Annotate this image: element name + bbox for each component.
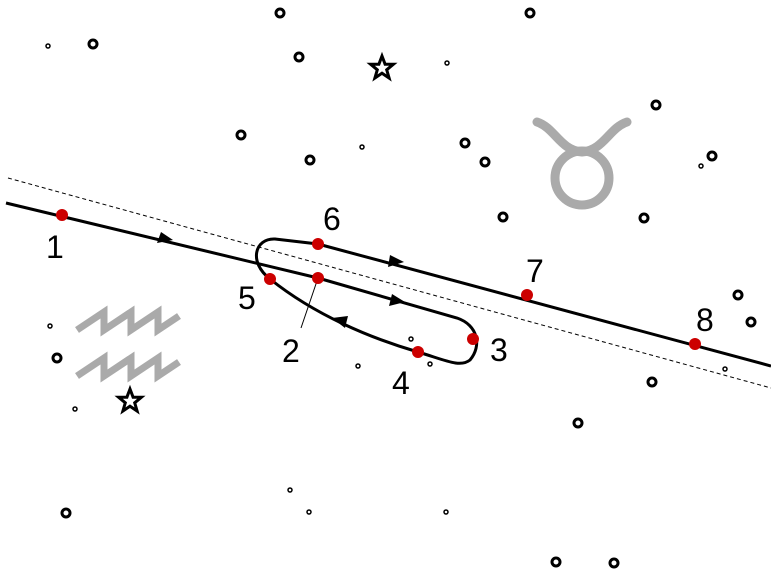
aquarius-sign [77, 312, 179, 376]
position-marker-2 [312, 272, 324, 284]
star-icon [371, 56, 394, 78]
position-marker-6 [312, 238, 324, 250]
aquarius-wave-lower [77, 358, 179, 376]
star-dot [307, 510, 311, 514]
position-marker-8 [689, 338, 701, 350]
star-dot [237, 131, 245, 139]
taurus-ring [555, 151, 609, 205]
position-label-3: 3 [490, 332, 508, 368]
arrow-icon [389, 294, 405, 306]
position-marker-1 [56, 209, 68, 221]
star-dot [574, 419, 582, 427]
star-dot [652, 101, 660, 109]
position-marker-5 [264, 273, 276, 285]
star-dot [445, 61, 449, 65]
star-dot [428, 362, 432, 366]
aquarius-wave-upper [77, 312, 179, 330]
position-labels: 1 2 3 4 5 6 7 8 [46, 201, 714, 401]
position-label-4: 4 [392, 365, 410, 401]
position-markers [56, 209, 701, 358]
star-dot [552, 558, 560, 566]
star-dot [461, 139, 469, 147]
star-dot [648, 378, 656, 386]
position-label-7: 7 [526, 253, 544, 289]
star-dot [499, 213, 507, 221]
star-dot [734, 291, 742, 299]
position-label-8: 8 [696, 302, 714, 338]
star-dot [306, 156, 314, 164]
position-label-6: 6 [323, 201, 341, 237]
background-stars [46, 9, 755, 567]
star-dot [640, 214, 648, 222]
star-dot [62, 509, 70, 517]
star-icon [119, 389, 142, 411]
star-dot [360, 145, 364, 149]
ecliptic-line [8, 178, 771, 388]
star-dot [444, 510, 448, 514]
star-dot [73, 407, 77, 411]
star-dot [48, 324, 52, 328]
star-dot [699, 164, 703, 168]
star-dot [356, 364, 360, 368]
star-dot [53, 354, 61, 362]
taurus-sign [537, 122, 627, 205]
position-marker-4 [412, 346, 424, 358]
position-label-1: 1 [46, 229, 64, 265]
star-dot [409, 337, 413, 341]
star-dot [610, 559, 618, 567]
star-dot [747, 318, 755, 326]
apparent-path [6, 203, 771, 366]
star-dot [276, 9, 284, 17]
position-label-2: 2 [282, 333, 300, 369]
direction-arrows [157, 232, 405, 328]
star-dot [481, 158, 489, 166]
star-dot [723, 367, 727, 371]
star-dot [295, 53, 303, 61]
star-dot [526, 9, 534, 17]
star-dot [46, 44, 50, 48]
position-label-5: 5 [238, 280, 256, 316]
star-dot [89, 40, 97, 48]
star-dot [288, 488, 292, 492]
position-marker-3 [467, 333, 479, 345]
star-dot [708, 152, 716, 160]
position-marker-7 [521, 289, 533, 301]
